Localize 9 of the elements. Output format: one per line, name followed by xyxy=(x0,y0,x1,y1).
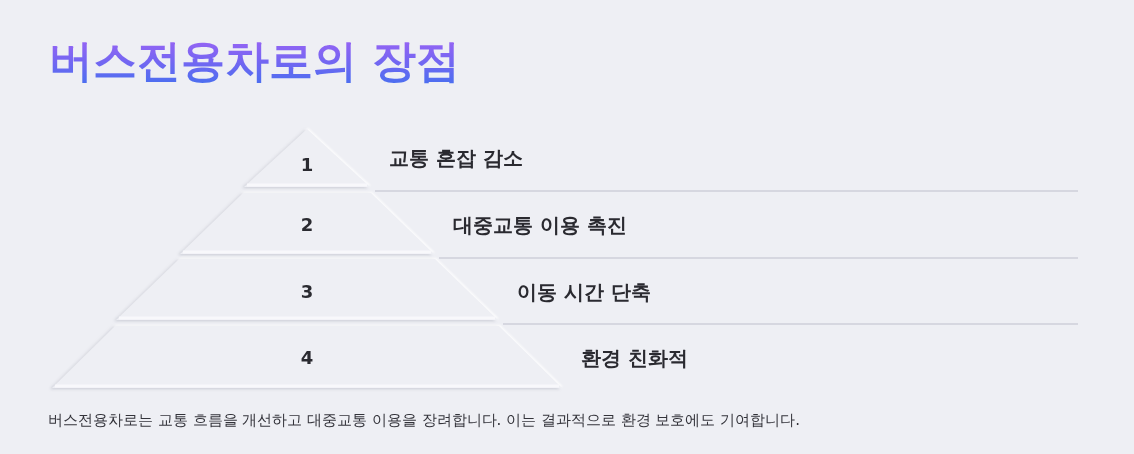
layer-number: 3 xyxy=(300,281,314,303)
layer-label: 환경 친화적 xyxy=(581,345,688,371)
layer-number: 2 xyxy=(300,214,314,236)
layer-label: 이동 시간 단축 xyxy=(517,279,651,305)
layer-number: 1 xyxy=(300,154,314,176)
layer-number: 4 xyxy=(300,347,314,369)
caption: 버스전용차로는 교통 흐름을 개선하고 대중교통 이용을 장려합니다. 이는 결과적으로 환경 보호에도 기여합니다. xyxy=(48,410,800,431)
layer-label: 대중교통 이용 촉진 xyxy=(453,212,627,238)
layer-label: 교통 혼잡 감소 xyxy=(389,145,523,171)
